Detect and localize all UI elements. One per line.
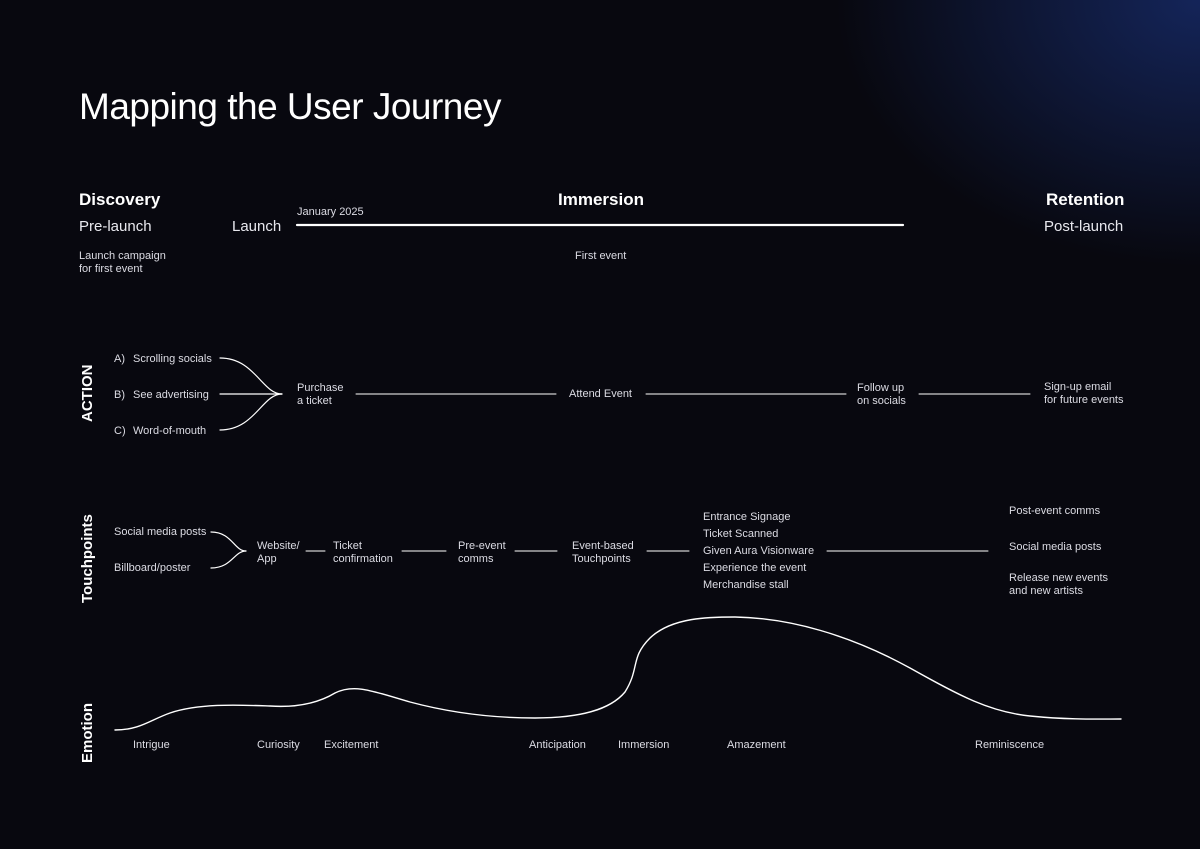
- page-title: Mapping the User Journey: [79, 86, 501, 127]
- event-item: Entrance Signage: [703, 511, 791, 523]
- option-b-letter: B): [114, 389, 125, 401]
- emotion-label: Amazement: [727, 739, 786, 751]
- option-b-label: See advertising: [133, 389, 209, 401]
- touchpoint-branch-top: [210, 531, 247, 552]
- post-launch-label: Post-launch: [1044, 218, 1124, 235]
- phase-immersion: Immersion: [558, 190, 644, 209]
- event-item: Experience the event: [703, 562, 807, 574]
- action-signup: Sign-up email for future events: [1044, 381, 1124, 406]
- phase-discovery: Discovery: [79, 190, 161, 209]
- touchpoint-branch-bottom: [210, 550, 247, 569]
- post-item: Post-event comms: [1009, 505, 1101, 517]
- first-event-note: First event: [575, 250, 627, 262]
- emotion-label: Excitement: [324, 739, 379, 751]
- event-item: Given Aura Visionware: [703, 545, 815, 557]
- pre-launch-label: Pre-launch: [79, 218, 152, 235]
- option-c-label: Word-of-mouth: [133, 425, 207, 437]
- emotion-label: Anticipation: [529, 739, 586, 751]
- action-follow: Follow up on socials: [857, 382, 906, 407]
- event-item: Ticket Scanned: [703, 528, 779, 540]
- emotion-label: Immersion: [618, 739, 670, 751]
- event-item: Merchandise stall: [703, 579, 789, 591]
- option-a-label: Scrolling socials: [133, 353, 212, 365]
- touchpoint-social-posts: Social media posts: [114, 526, 207, 538]
- option-a-letter: A): [114, 353, 125, 365]
- touchpoint-billboard: Billboard/poster: [114, 562, 191, 574]
- emotion-label: Intrigue: [133, 739, 170, 751]
- emotion-curve: [114, 616, 1122, 731]
- option-c-letter: C): [114, 425, 126, 437]
- action-attend: Attend Event: [569, 388, 632, 400]
- date-label: January 2025: [297, 206, 364, 218]
- action-branch-a: [219, 357, 283, 395]
- launch-label: Launch: [232, 218, 282, 235]
- post-item: Social media posts: [1009, 541, 1102, 553]
- action-branch-c: [219, 393, 283, 431]
- phase-retention: Retention: [1046, 190, 1125, 209]
- touchpoint-website: Website/ App: [257, 540, 300, 565]
- emotion-label: Reminiscence: [975, 739, 1045, 751]
- action-purchase: Purchase a ticket: [297, 382, 344, 407]
- touchpoint-pre-event: Pre-event comms: [458, 540, 506, 565]
- launch-campaign-note: Launch campaign for first event: [79, 250, 166, 275]
- post-item: Release new events and new artists: [1009, 572, 1109, 597]
- touchpoint-event-based: Event-based Touchpoints: [572, 540, 634, 565]
- touchpoint-ticket-confirmation: Ticket confirmation: [333, 540, 393, 565]
- emotion-label: Curiosity: [257, 739, 300, 751]
